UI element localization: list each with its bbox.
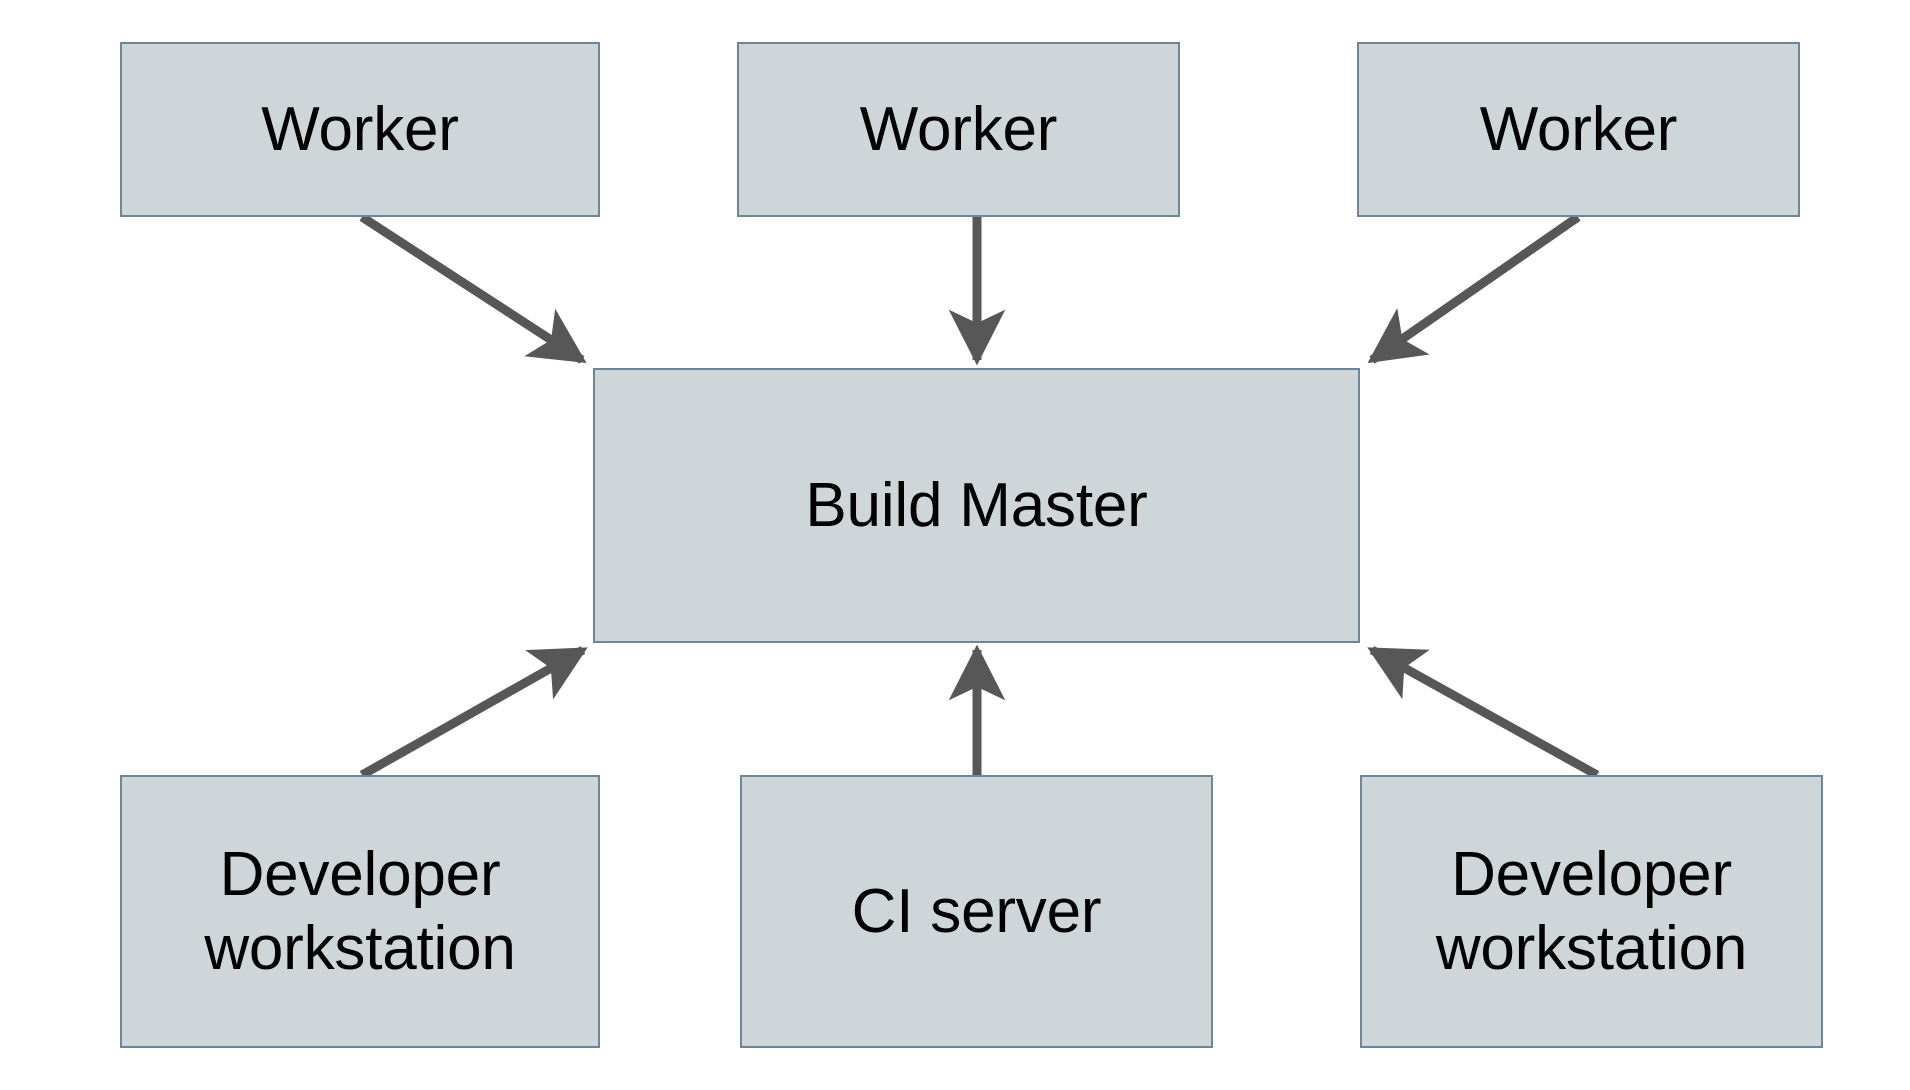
node-worker-2[interactable]: Worker	[737, 42, 1180, 217]
node-developer-workstation-right-label: Developer workstation	[1435, 840, 1748, 983]
edge-worker-1-to-build-master	[359, 213, 587, 364]
node-worker-2-label: Worker	[859, 94, 1058, 164]
node-developer-workstation-right[interactable]: Developer workstation	[1360, 775, 1823, 1048]
edge-dev-ws-2-to-build-master	[1367, 646, 1600, 779]
node-build-master-label: Build Master	[805, 470, 1148, 540]
node-developer-workstation-left[interactable]: Developer workstation	[120, 775, 600, 1048]
node-worker-3-label: Worker	[1479, 94, 1678, 164]
node-worker-1[interactable]: Worker	[120, 42, 600, 217]
edge-worker-3-to-build-master	[1367, 213, 1581, 364]
node-worker-3[interactable]: Worker	[1357, 42, 1800, 217]
node-build-master[interactable]: Build Master	[593, 368, 1360, 643]
edge-dev-ws-1-to-build-master	[359, 646, 588, 779]
node-ci-server[interactable]: CI server	[740, 775, 1213, 1048]
node-ci-server-label: CI server	[851, 876, 1102, 946]
node-developer-workstation-left-label: Developer workstation	[204, 840, 516, 983]
node-worker-1-label: Worker	[261, 94, 459, 164]
